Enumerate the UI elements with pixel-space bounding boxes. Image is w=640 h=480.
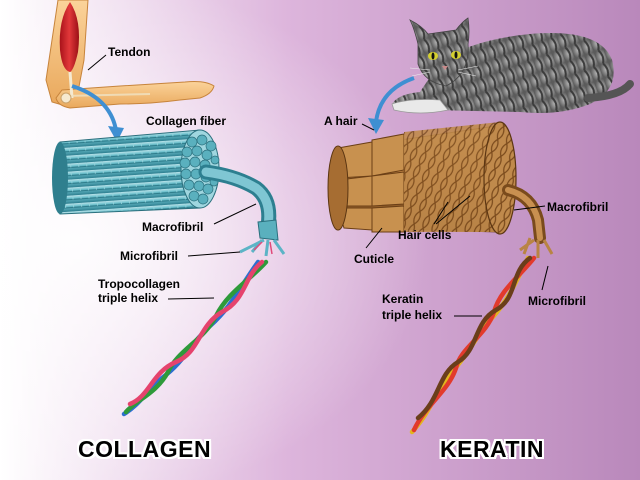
collagen-fiber-label: Collagen fiber (146, 114, 227, 128)
arm-illustration (45, 0, 215, 109)
keratin-heading: KERATIN (440, 436, 545, 462)
keratin-label-line2: triple helix (382, 308, 443, 322)
keratin-microfibril-label: Microfibril (528, 294, 587, 308)
tropocollagen-label-line1: Tropocollagen (98, 277, 181, 291)
tendon-label: Tendon (108, 45, 151, 59)
hair-cells-label: Hair cells (398, 228, 452, 242)
collagen-fiber-bundle (52, 129, 286, 257)
collagen-triple-helix (121, 259, 269, 417)
a-hair-label: A hair (324, 114, 358, 128)
collagen-heading: COLLAGEN (78, 436, 212, 462)
collagen-microfibril-label: Microfibril (120, 249, 179, 263)
keratin-label-line1: Keratin (382, 292, 424, 306)
collagen-macrofibril-label: Macrofibril (142, 220, 204, 234)
cat-illustration (391, 17, 634, 114)
hair-segment (327, 121, 554, 258)
tropocollagen-label-line2: triple helix (98, 291, 159, 305)
keratin-triple-helix (409, 255, 537, 435)
keratin-macrofibril-label: Macrofibril (547, 200, 609, 214)
cuticle-label: Cuticle (354, 252, 395, 266)
